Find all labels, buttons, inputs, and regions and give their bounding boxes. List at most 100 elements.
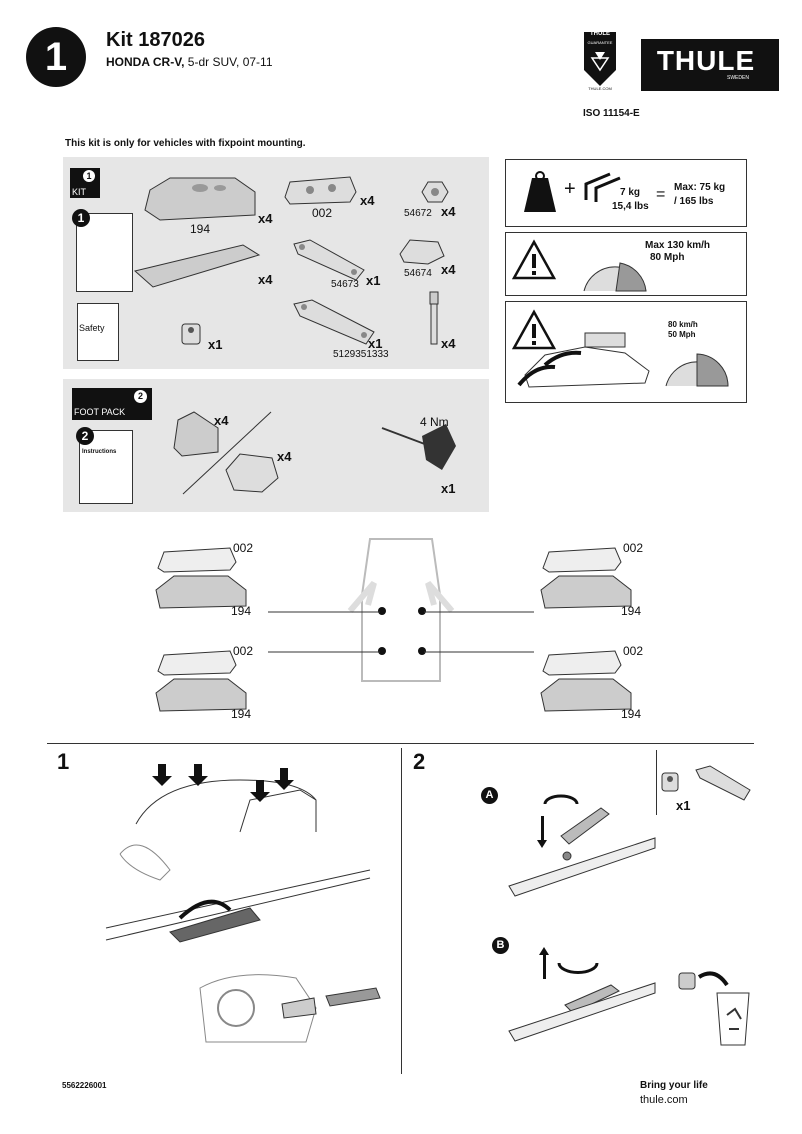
part-qty-54674: x4 bbox=[441, 262, 456, 277]
website: thule.com bbox=[640, 1094, 688, 1106]
equals-sign: = bbox=[656, 186, 666, 203]
warning-icon bbox=[511, 309, 557, 350]
plus-sign: + bbox=[564, 178, 576, 200]
foot-qty-1: x4 bbox=[214, 413, 229, 428]
placement-label: 002 bbox=[233, 541, 254, 555]
torque-label: 4 Nm bbox=[420, 415, 449, 429]
part-label-5129351333: 5129351333 bbox=[333, 349, 389, 360]
badge-url: THULE.COM bbox=[588, 86, 612, 91]
part-label-54673: 54673 bbox=[331, 279, 359, 290]
speedometer-icon bbox=[665, 353, 729, 387]
placement-label: 002 bbox=[623, 644, 644, 658]
iso-standard: ISO 11154-E bbox=[583, 108, 640, 119]
step-1-number: 1 bbox=[57, 749, 70, 774]
placement-label: 194 bbox=[231, 604, 252, 618]
leader-lines bbox=[268, 611, 534, 653]
part-qty-54673: x1 bbox=[366, 273, 381, 288]
bracket-icon bbox=[695, 765, 751, 801]
warning-icon bbox=[511, 239, 557, 280]
placement-label: 194 bbox=[621, 604, 642, 618]
crosswind-speed-mph: 50 Mph bbox=[668, 330, 696, 339]
fitting-assembly-icon bbox=[155, 547, 247, 609]
roof-pad-install-illustration bbox=[105, 764, 371, 943]
parts-callout-box bbox=[656, 750, 755, 815]
safety-booklet bbox=[77, 303, 119, 361]
weight-icon bbox=[524, 171, 556, 212]
part-qty-002: x4 bbox=[360, 193, 375, 208]
part-label-194: 194 bbox=[190, 222, 211, 236]
foot-pack-tag: 2 FOOT PACK bbox=[72, 388, 152, 420]
steps-divider bbox=[47, 743, 754, 744]
document-number: 5562226001 bbox=[62, 1081, 107, 1090]
clamp-54674-icon bbox=[399, 239, 445, 265]
placement-label: 194 bbox=[621, 707, 642, 721]
placement-label: 002 bbox=[233, 644, 254, 658]
vehicle-line: HONDA CR-V, 5-dr SUV, 07-11 bbox=[106, 55, 273, 69]
booklet-number: 1 bbox=[72, 209, 90, 227]
thule-logo: THULE SWEDEN bbox=[641, 39, 779, 91]
bracket-5129351333-icon bbox=[293, 299, 375, 345]
spacer-icon bbox=[181, 323, 201, 345]
weight-lbs: 15,4 lbs bbox=[612, 201, 649, 212]
foot-qty-2: x4 bbox=[277, 449, 292, 464]
divider-line bbox=[182, 411, 272, 495]
car-with-load-icon bbox=[517, 332, 650, 388]
max-speed-kmh: Max 130 km/h bbox=[645, 240, 711, 251]
logo-sub: SWEDEN bbox=[727, 75, 749, 81]
substep-b-badge: B bbox=[492, 937, 509, 954]
part-qty-54672: x4 bbox=[441, 204, 456, 219]
recycle-bin-icon bbox=[678, 971, 750, 1046]
placement-label: 194 bbox=[231, 707, 252, 721]
kit-title: Kit 187026 bbox=[106, 29, 205, 51]
badge-sub: GUARANTEE bbox=[587, 40, 613, 45]
part-qty-spacer: x1 bbox=[208, 337, 223, 352]
fixpoint-note: This kit is only for vehicles with fixpo… bbox=[65, 138, 306, 149]
foot-icon bbox=[173, 411, 219, 457]
instruction-booklet bbox=[76, 213, 133, 292]
weight-kg: 7 kg bbox=[620, 187, 641, 198]
part-qty-pad: x4 bbox=[258, 272, 273, 287]
substep-a-badge: A bbox=[481, 787, 498, 804]
part-label-002: 002 bbox=[312, 206, 333, 220]
logo-text: THULE bbox=[656, 45, 756, 76]
bracket-54673-icon bbox=[293, 239, 365, 281]
kit-tag-label: KIT bbox=[72, 187, 87, 197]
part-qty-194: x4 bbox=[258, 211, 273, 226]
car-top-view-icon bbox=[347, 538, 455, 682]
badge-text: THULE bbox=[590, 31, 610, 37]
max-load-lbs: / 165 lbs bbox=[674, 196, 714, 207]
fitting-assembly-icon bbox=[540, 650, 632, 712]
kit-tag: 1 KIT bbox=[70, 168, 100, 198]
step-number-badge: 1 bbox=[26, 27, 86, 87]
parts-callout-qty: x1 bbox=[676, 798, 691, 813]
foot-pack-tag-number: 2 bbox=[134, 390, 147, 403]
foot-pack-tag-label: FOOT PACK bbox=[74, 407, 126, 417]
roof-bars-icon bbox=[584, 172, 621, 202]
bolt-icon bbox=[429, 291, 439, 345]
kit-tag-number: 1 bbox=[83, 170, 95, 182]
part-qty-5129351333: x1 bbox=[368, 336, 383, 351]
part-label-54672: 54672 bbox=[404, 208, 432, 219]
pad-icon bbox=[133, 244, 261, 288]
torque-tool-icon bbox=[381, 424, 456, 470]
bracket-fit-a-illustration bbox=[508, 794, 656, 897]
speedometer-icon bbox=[583, 262, 647, 292]
crosswind-speed-kmh: 80 km/h bbox=[668, 320, 698, 329]
step-2-number: 2 bbox=[413, 749, 426, 774]
nut-54672-icon bbox=[421, 181, 449, 203]
placement-label: 002 bbox=[623, 541, 644, 555]
steps-vertical-divider bbox=[401, 748, 402, 1074]
fitting-assembly-icon bbox=[155, 650, 247, 712]
part-label-54674: 54674 bbox=[404, 268, 432, 279]
fitting-002-icon bbox=[284, 176, 357, 205]
vehicle-detail: 5-dr SUV, 07-11 bbox=[187, 55, 273, 69]
fitting-assembly-icon bbox=[540, 547, 632, 609]
guarantee-badge-icon bbox=[584, 32, 616, 86]
instructions-label: Instructions bbox=[82, 449, 117, 455]
foot-icon bbox=[225, 453, 279, 493]
safety-label: Safety bbox=[79, 323, 105, 333]
tool-qty: x1 bbox=[441, 481, 456, 496]
max-load-kg: Max: 75 kg bbox=[674, 182, 726, 193]
max-speed-mph: 80 Mph bbox=[650, 252, 685, 263]
foot-booklet-number: 2 bbox=[76, 427, 94, 445]
